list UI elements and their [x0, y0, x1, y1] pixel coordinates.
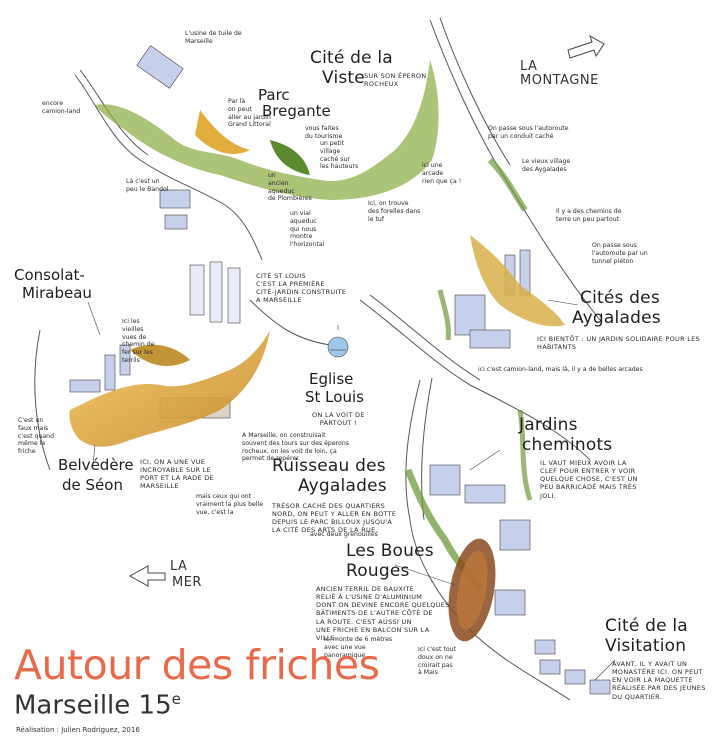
note-village: un petit village caché sur les hauteurs [320, 140, 359, 171]
place-belvedere-line2: de Séon [62, 476, 123, 494]
direction-south-line1: LA [170, 559, 188, 574]
place-aygalades-line1: Cités des [580, 288, 660, 308]
map-subtitle: Marseille 15e [14, 690, 181, 721]
place-viste-note: SUR SON ÉPERON ROCHEUX [364, 72, 427, 89]
note-tunnel: On passe sous l'autoroute par un tunnel … [592, 242, 648, 265]
north-arrow-icon [567, 34, 605, 59]
direction-south-line2: MER [172, 575, 202, 590]
note-vieux: Le vieux village des Aygalades [522, 158, 571, 173]
note-jardin: Par là on peut aller au jardin Grand Lit… [228, 98, 271, 129]
place-ruisseau-line1: Ruisseau des [272, 456, 386, 476]
map-subtitle-main: Marseille 15 [14, 690, 172, 721]
place-parc-line1: Parc [258, 86, 290, 104]
note-tuile: L'usine de tuile de Marseille [185, 30, 242, 45]
direction-north: LA MONTAGNE [520, 59, 599, 89]
map-credit: Réalisation : Julien Rodriguez, 2016 [16, 726, 140, 734]
place-consolat-line2: Mirabeau [22, 284, 92, 302]
place-aygalades-note: ICI BIENTÔT : UN JARDIN SOLIDAIRE POUR L… [537, 335, 701, 352]
place-jardins-line1: Jardins [519, 415, 578, 435]
note-stlouis: CITÉ ST LOUIS C'EST LA PREMIÈRE CITÉ-JAR… [256, 272, 347, 305]
map-title: Autour des friches [14, 641, 380, 689]
note-belvedere2: Ici monte de 6 mètres avec une vue panor… [324, 636, 393, 659]
leader-lines [87, 299, 616, 681]
church-icon [327, 325, 349, 358]
note-vial: un vial aqueduc qui nous montre l'horizo… [290, 210, 325, 248]
place-ruisseau-note: TRÉSOR CACHÉ DES QUARTIERS NORD, ON PEUT… [272, 502, 397, 535]
place-visitation-line1: Cité de la [605, 616, 688, 636]
place-visitation-note: AVANT, IL Y AVAIT UN MONASTÈRE ICI. ON P… [612, 660, 706, 701]
south-arrow-icon [128, 565, 166, 587]
note-grenouilles: avec deux grenouilles [310, 531, 378, 538]
note-blocs: mais ceux qui ont vraiment la plus belle… [196, 493, 264, 516]
note-tourisme: vous faites du tourisme [305, 125, 343, 140]
place-parc-line2: Bregante [262, 102, 331, 120]
place-eglise-line2: St Louis [305, 388, 364, 406]
place-belvedere-line1: Belvédère [58, 456, 134, 474]
place-boues-line2: Rouges [346, 561, 410, 581]
note-arcade: ici une arcade rien que ça ! [422, 162, 462, 185]
vegetation [69, 60, 565, 642]
place-consolat-line1: Consolat- [14, 266, 85, 284]
note-vallee: Ici les vieilles vues de chemin de fer s… [122, 318, 155, 364]
buildings [69, 45, 611, 695]
place-jardins-note: IL VAUT MIEUX AVOIR LA CLEF POUR ENTRER … [540, 459, 638, 500]
note-fait: Ici c'est tout doux on ne croirait pas à… [418, 646, 456, 677]
note-autoroute: On passe sous l'autoroute par un conduit… [488, 125, 569, 140]
place-viste-line2: Viste [322, 68, 365, 88]
note-marseille: A Marseille, on construisait souvent des… [242, 432, 349, 463]
note-camionland: ici c'est camion-land, mais là, il y a d… [478, 366, 643, 373]
place-viste-line1: Cité de la [310, 48, 393, 68]
note-bandol: Là c'est un peu le Bandol [126, 178, 169, 193]
place-boues-line1: Les Boues [346, 541, 434, 561]
note-chemins: Il y a des chemins de terre un peu parto… [556, 208, 622, 223]
note-foreles: Ici, on trouve des forelles dans le tuf [368, 200, 421, 223]
place-eglise-note: ON LA VOIT DE PARTOUT ! [312, 411, 365, 428]
place-belvedere-note: ICI, ON A UNE VUE INCROYABLE SUR LE PORT… [140, 458, 214, 491]
note-friche: C'est un faux mais c'est quand même la f… [18, 417, 55, 455]
place-eglise-line1: Eglise [309, 370, 354, 388]
place-visitation-line2: Visitation [605, 636, 687, 656]
place-ruisseau-line2: Aygalades [298, 476, 387, 496]
note-viaduc: un ancien aqueduc de Plombières [268, 172, 312, 203]
place-jardins-line2: cheminots [522, 435, 613, 455]
place-boues-note: ANCIEN TERRIL DE BAUXITE RELIÉ À L'USINE… [316, 585, 450, 642]
place-aygalades-line2: Aygalades [572, 308, 661, 328]
note-camion: encore camion-land [42, 100, 81, 115]
map-subtitle-sup: e [171, 690, 181, 708]
